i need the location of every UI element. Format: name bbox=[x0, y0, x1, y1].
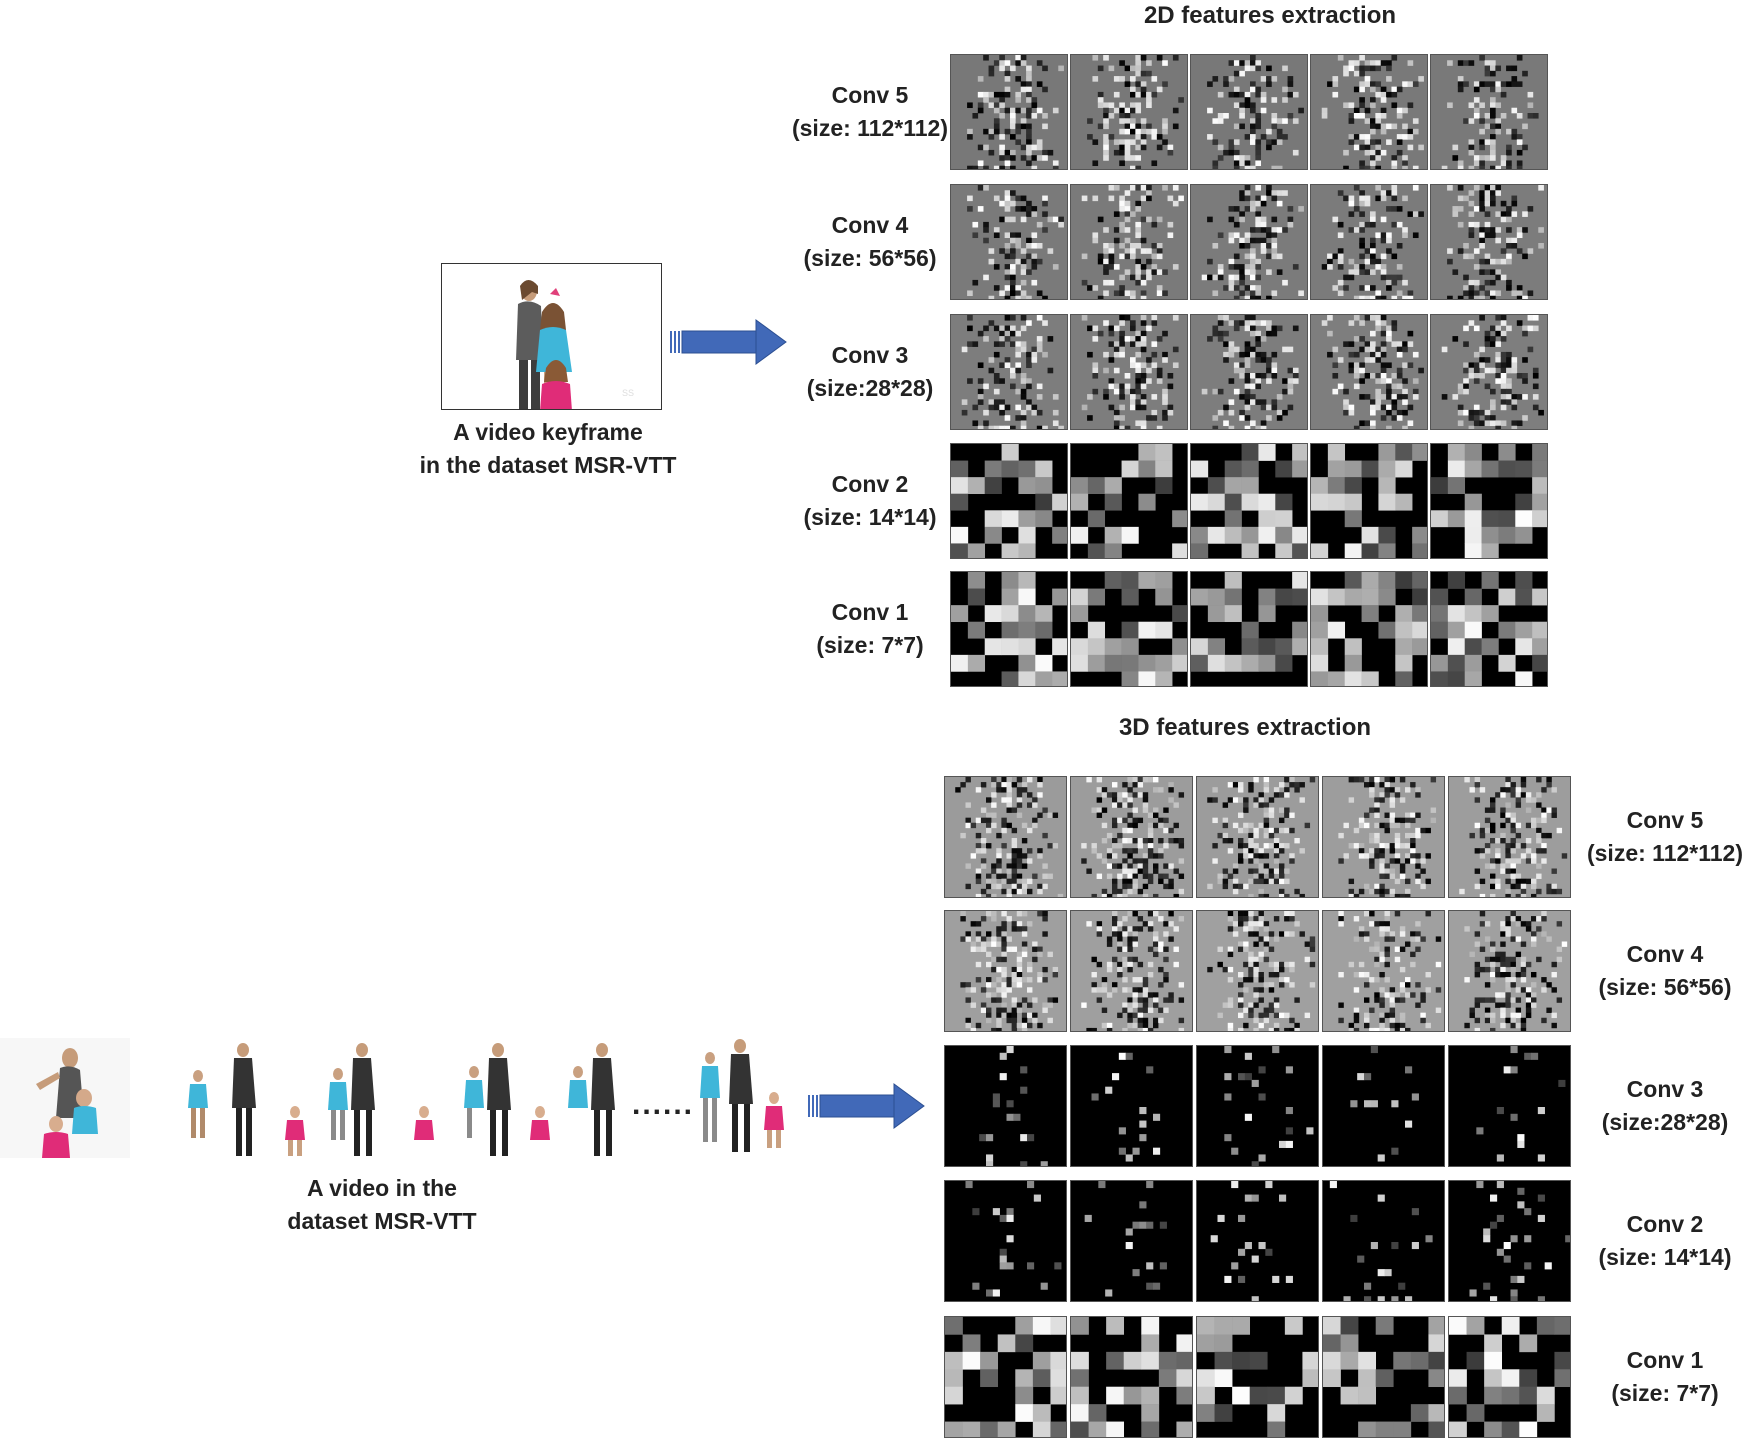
conv2d-feature-map bbox=[1190, 54, 1308, 170]
conv3d-feature-map bbox=[1448, 776, 1571, 898]
conv2d-feature-map bbox=[950, 314, 1068, 430]
conv3d-feature-map bbox=[944, 776, 1067, 898]
conv2d-feature-map bbox=[1070, 54, 1188, 170]
conv3d-layer-size: (size: 14*14) bbox=[1598, 1244, 1732, 1270]
conv3d-feature-map bbox=[1196, 776, 1319, 898]
conv2d-layer-label: Conv 2 (size: 14*14) bbox=[740, 468, 1000, 534]
conv2d-layer-size: (size: 112*112) bbox=[791, 115, 948, 141]
svg-text:SS: SS bbox=[622, 388, 634, 398]
conv3d-feature-map bbox=[1070, 910, 1193, 1032]
conv3d-feature-map bbox=[1070, 1316, 1193, 1438]
conv2d-layer-name: Conv 1 bbox=[831, 599, 909, 625]
conv3d-feature-map bbox=[1070, 776, 1193, 898]
video-caption-line2: dataset MSR-VTT bbox=[287, 1208, 477, 1234]
conv2d-feature-map bbox=[1190, 314, 1308, 430]
keyframe-illustration: SS bbox=[442, 264, 661, 409]
conv2d-feature-map bbox=[1310, 184, 1428, 300]
conv3d-layer-label: Conv 2 (size: 14*14) bbox=[1570, 1208, 1760, 1274]
conv2d-layer-name: Conv 5 bbox=[831, 82, 909, 108]
conv3d-layer-name: Conv 4 bbox=[1626, 941, 1704, 967]
conv3d-feature-map bbox=[944, 910, 1067, 1032]
conv2d-layer-size: (size: 56*56) bbox=[803, 245, 937, 271]
arrow-2d-icon bbox=[670, 319, 787, 365]
conv2d-feature-map bbox=[1310, 571, 1428, 687]
title-3d: 3D features extraction bbox=[1118, 714, 1372, 741]
conv2d-feature-map bbox=[1190, 443, 1308, 559]
conv2d-feature-map bbox=[1430, 314, 1548, 430]
conv3d-feature-map bbox=[1196, 1316, 1319, 1438]
conv3d-layer-name: Conv 2 bbox=[1626, 1211, 1704, 1237]
conv3d-layer-name: Conv 3 bbox=[1626, 1076, 1704, 1102]
video-frames-strip bbox=[0, 1038, 815, 1158]
conv3d-feature-map bbox=[1448, 910, 1571, 1032]
conv3d-feature-map bbox=[1448, 1316, 1571, 1438]
conv3d-layer-label: Conv 4 (size: 56*56) bbox=[1570, 938, 1760, 1004]
conv2d-feature-map bbox=[1190, 571, 1308, 687]
conv3d-feature-map bbox=[944, 1045, 1067, 1167]
conv3d-layer-label: Conv 1 (size: 7*7) bbox=[1570, 1344, 1760, 1410]
conv2d-layer-label: Conv 1 (size: 7*7) bbox=[740, 596, 1000, 662]
ellipsis-text: ...... bbox=[632, 1088, 695, 1121]
conv2d-feature-map bbox=[950, 443, 1068, 559]
conv3d-feature-map bbox=[1070, 1180, 1193, 1302]
conv2d-layer-label: Conv 4 (size: 56*56) bbox=[740, 209, 1000, 275]
conv3d-feature-map bbox=[1322, 1045, 1445, 1167]
keyframe-caption-line1: A video keyframe bbox=[453, 419, 643, 445]
conv2d-layer-size: (size:28*28) bbox=[806, 375, 934, 401]
keyframe-caption: A video keyframe in the dataset MSR-VTT bbox=[388, 416, 708, 482]
conv3d-layer-label: Conv 3 (size:28*28) bbox=[1570, 1073, 1760, 1139]
conv3d-layer-name: Conv 5 bbox=[1626, 807, 1704, 833]
conv2d-feature-map bbox=[1070, 184, 1188, 300]
conv2d-feature-map bbox=[1430, 54, 1548, 170]
conv3d-feature-map bbox=[1070, 1045, 1193, 1167]
conv3d-feature-map bbox=[1448, 1180, 1571, 1302]
conv3d-feature-map bbox=[944, 1180, 1067, 1302]
conv2d-layer-name: Conv 2 bbox=[831, 471, 909, 497]
conv3d-feature-map bbox=[1448, 1045, 1571, 1167]
conv3d-feature-map bbox=[944, 1316, 1067, 1438]
conv2d-feature-map bbox=[950, 54, 1068, 170]
arrow-3d-icon bbox=[808, 1083, 925, 1129]
video-keyframe-image: SS bbox=[441, 263, 662, 410]
title-2d: 2D features extraction bbox=[1143, 2, 1397, 29]
conv2d-feature-map bbox=[1310, 314, 1428, 430]
conv3d-feature-map bbox=[1196, 910, 1319, 1032]
conv2d-layer-name: Conv 3 bbox=[831, 342, 909, 368]
keyframe-caption-line2: in the dataset MSR-VTT bbox=[419, 452, 677, 478]
conv2d-layer-name: Conv 4 bbox=[831, 212, 909, 238]
conv2d-layer-label: Conv 5 (size: 112*112) bbox=[740, 79, 1000, 145]
conv2d-feature-map bbox=[1430, 184, 1548, 300]
conv2d-layer-size: (size: 14*14) bbox=[803, 504, 937, 530]
conv3d-feature-map bbox=[1322, 1180, 1445, 1302]
conv3d-feature-map bbox=[1322, 1316, 1445, 1438]
conv2d-feature-map bbox=[1070, 314, 1188, 430]
video-caption: A video in the dataset MSR-VTT bbox=[222, 1172, 542, 1238]
conv3d-layer-size: (size: 7*7) bbox=[1611, 1380, 1719, 1406]
conv3d-feature-map bbox=[1322, 910, 1445, 1032]
conv2d-feature-map bbox=[1070, 571, 1188, 687]
conv2d-feature-map bbox=[1430, 571, 1548, 687]
conv3d-feature-map bbox=[1196, 1045, 1319, 1167]
conv2d-feature-map bbox=[1310, 443, 1428, 559]
conv2d-feature-map bbox=[1430, 443, 1548, 559]
conv3d-layer-size: (size:28*28) bbox=[1601, 1109, 1729, 1135]
conv2d-feature-map bbox=[1310, 54, 1428, 170]
conv3d-layer-size: (size: 112*112) bbox=[1586, 840, 1743, 866]
conv3d-layer-size: (size: 56*56) bbox=[1598, 974, 1732, 1000]
conv2d-feature-map bbox=[1070, 443, 1188, 559]
conv3d-feature-map bbox=[1196, 1180, 1319, 1302]
conv2d-feature-map bbox=[950, 571, 1068, 687]
video-frames-illustration bbox=[0, 1038, 815, 1158]
video-caption-line1: A video in the bbox=[307, 1175, 457, 1201]
conv3d-layer-label: Conv 5 (size: 112*112) bbox=[1570, 804, 1760, 870]
conv2d-feature-map bbox=[1190, 184, 1308, 300]
conv3d-feature-map bbox=[1322, 776, 1445, 898]
conv2d-layer-label: Conv 3 (size:28*28) bbox=[740, 339, 1000, 405]
conv2d-feature-map bbox=[950, 184, 1068, 300]
conv2d-layer-size: (size: 7*7) bbox=[816, 632, 924, 658]
conv3d-layer-name: Conv 1 bbox=[1626, 1347, 1704, 1373]
